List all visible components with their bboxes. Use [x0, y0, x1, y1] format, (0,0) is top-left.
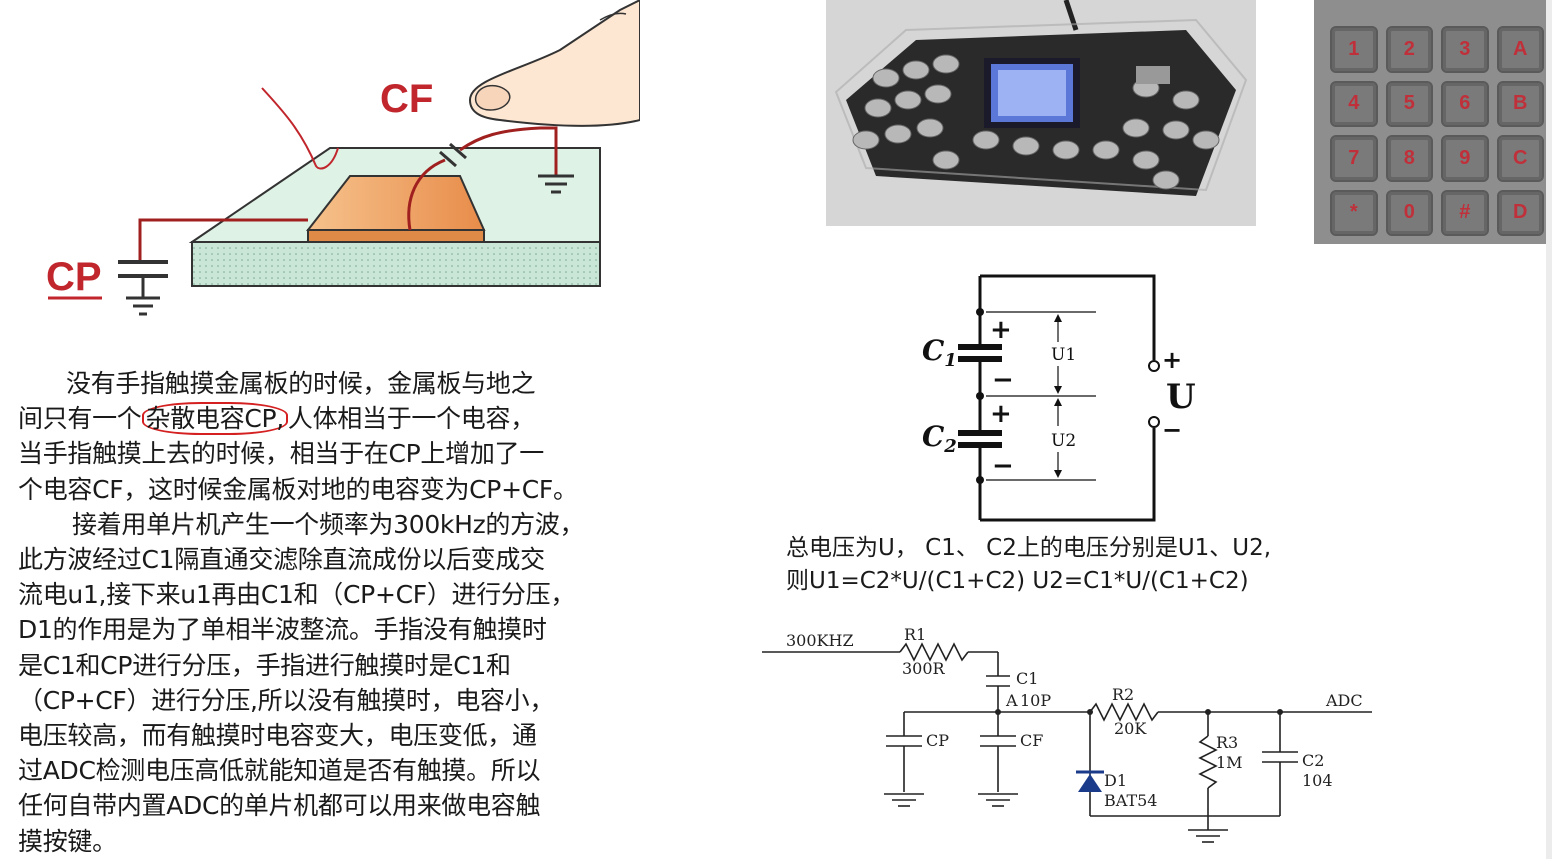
p2-line-6: （CP+CF）进行分压,所以没有触摸时，电容小，	[18, 685, 555, 715]
keypad-key: 6	[1441, 80, 1489, 127]
c2-plus: +	[990, 399, 1012, 429]
cf-label: CF	[380, 77, 433, 121]
pcb-board-side	[191, 241, 601, 287]
p2-line-4: D1的作用是为了单相半波整流。手指没有触摸时	[18, 615, 547, 645]
touch-board-photo	[826, 0, 1256, 226]
voltage-formula-text: 总电压为U， C1、 C2上的电压分别是U1、U2, 则U1=C2*U/(C1+…	[786, 532, 1426, 598]
keypad-key: 5	[1385, 80, 1433, 127]
r1-name: R1	[904, 625, 926, 644]
c2-value: 104	[1302, 771, 1333, 790]
c1-value: 10P	[1020, 691, 1051, 710]
touch-detect-schematic: 300KHZ R1 300R C1 A 10P R2 20K ADC CP CF…	[762, 625, 1372, 843]
c1-name: C1	[1016, 669, 1038, 688]
p1-line-1: 没有手指触摸金属板的时候，金属板与地之	[66, 369, 536, 398]
input-300khz-label: 300KHZ	[786, 631, 854, 650]
keypad-key: *	[1330, 189, 1378, 236]
r2-name: R2	[1112, 685, 1134, 704]
formula-line-2: 则U1=C2*U/(C1+C2) U2=C1*U/(C1+C2)	[786, 568, 1249, 594]
keypad-key: 7	[1330, 135, 1378, 182]
stray-capacitance-highlight: 杂散电容CP,	[141, 402, 288, 436]
keypad-key: 3	[1441, 26, 1489, 73]
d1-value: BAT54	[1104, 791, 1157, 810]
paragraph-1: 没有手指触摸金属板的时候，金属板与地之 间只有一个杂散电容CP,人体相当于一个电…	[18, 366, 648, 507]
cp-wire	[138, 218, 308, 262]
p1-line-2: 间只有一个杂散电容CP,人体相当于一个电容，	[18, 402, 535, 436]
keypad-key: 2	[1385, 26, 1433, 73]
u1-label: U1	[1051, 345, 1076, 365]
slide-edge	[1546, 0, 1552, 859]
d1-diode	[1078, 774, 1102, 792]
touch-sensing-illustration: CP CF	[46, 0, 640, 316]
p2-line-7: 电压较高，而有触摸时电容变大，电压变低，通	[18, 721, 537, 751]
main-explanation-text: 没有手指触摸金属板的时候，金属板与地之 间只有一个杂散电容CP,人体相当于一个电…	[18, 366, 648, 859]
r1-value: 300R	[902, 659, 946, 678]
cf-name: CF	[1020, 731, 1043, 750]
node-a-label: A	[1005, 691, 1018, 710]
keypad-key: #	[1441, 189, 1489, 236]
p1-line-3: 当手指触摸上去的时候，相当于在CP上增加了一	[18, 439, 544, 469]
finger	[468, 0, 640, 127]
c2-minus: −	[992, 451, 1014, 481]
r3-name: R3	[1216, 733, 1238, 752]
series-capacitor-diagram: C1 C2 + − + − U1 U2 + U −	[922, 274, 1196, 522]
p2-line-2: 此方波经过C1隔直通交滤除直流成份以后变成交	[18, 545, 545, 575]
cf-wire	[407, 158, 446, 231]
r3-value: 1M	[1216, 753, 1243, 772]
keypad-key: A	[1496, 26, 1544, 73]
p1-line-4: 个电容CF，这时候金属板对地的电容变为CP+CF。	[18, 474, 578, 504]
p2-line-9: 任何自带内置ADC的单片机都可以用来做电容触	[18, 791, 541, 821]
u2-label: U2	[1051, 431, 1076, 451]
adc-label: ADC	[1325, 691, 1363, 710]
u-label: U	[1166, 377, 1196, 417]
p2-line-3: 流电u1,接下来u1再由C1和（CP+CF）进行分压，	[18, 580, 576, 610]
keypad-key: 0	[1385, 189, 1433, 236]
p2-line-10: 摸按键。	[18, 826, 117, 856]
annotation-stroke	[261, 87, 339, 170]
c2-label: C2	[922, 420, 957, 457]
cp-label: CP	[46, 255, 102, 299]
paragraph-2: 接着用单片机产生一个频率为300kHz的方波， 此方波经过C1隔直通交滤除直流成…	[18, 507, 648, 859]
keypad-key: B	[1496, 80, 1544, 127]
c2-name: C2	[1302, 751, 1324, 770]
u-plus: +	[1162, 346, 1182, 374]
keypad-key: 4	[1330, 80, 1378, 127]
cp-name: CP	[926, 731, 949, 750]
p2-line-5: 是C1和CP进行分压，手指进行触摸时是C1和	[18, 650, 511, 680]
keypad-key: C	[1496, 135, 1544, 182]
formula-line-1: 总电压为U， C1、 C2上的电压分别是U1、U2,	[786, 535, 1272, 561]
c1-plus: +	[990, 315, 1012, 345]
c1-minus: −	[992, 365, 1014, 395]
d1-name: D1	[1104, 771, 1127, 790]
c1-label: C1	[922, 334, 957, 371]
p2-line-8: 过ADC检测电压高低就能知道是否有触摸。所以	[18, 756, 541, 786]
r2-value: 20K	[1114, 719, 1147, 738]
p2-line-1: 接着用单片机产生一个频率为300kHz的方波，	[72, 509, 585, 539]
keypad-key: 8	[1385, 135, 1433, 182]
keypad-key: D	[1496, 189, 1544, 236]
u-minus: −	[1162, 416, 1182, 444]
keypad-key: 1	[1330, 26, 1378, 73]
keypad-key: 9	[1441, 135, 1489, 182]
